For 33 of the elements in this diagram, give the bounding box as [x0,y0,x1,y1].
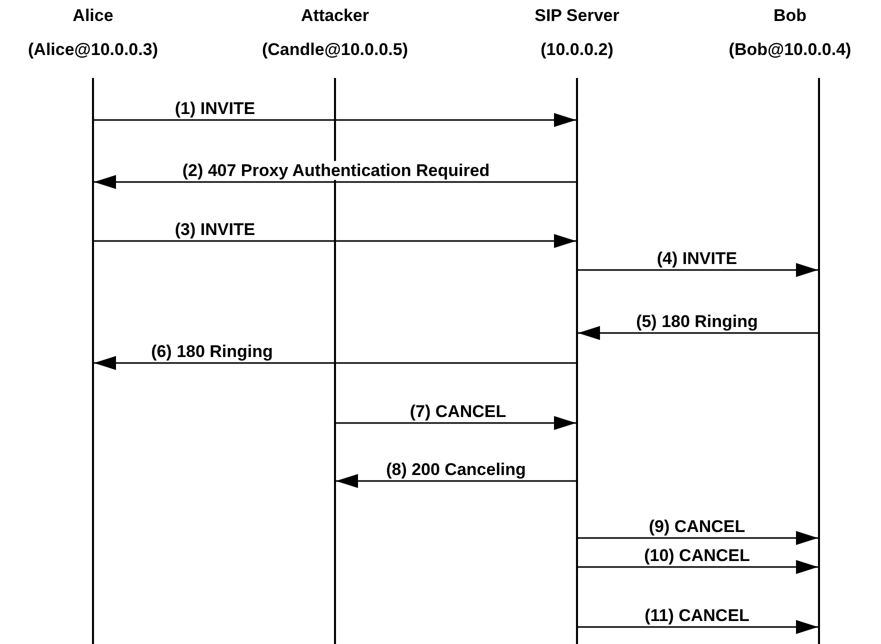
message-arrow [336,416,576,430]
message-label: (6) 180 Ringing [149,342,275,361]
message-label: (8) 200 Canceling [384,460,528,479]
message-arrow [94,113,576,127]
message-arrow [578,263,818,277]
participant-address: (10.0.0.2) [540,40,614,60]
participant-name: Attacker [300,6,370,26]
message-label: (9) CANCEL [646,517,748,536]
message-arrow [578,620,818,634]
message-label: (4) INVITE [654,249,740,268]
lifeline [818,78,820,644]
message-label: (3) INVITE [172,220,258,239]
message-arrow [94,234,576,248]
participant-name: Bob [773,6,807,26]
message-arrow [94,175,576,189]
participant-name: Alice [72,6,114,26]
lifeline [576,78,578,644]
participant-name: SIP Server [534,6,620,26]
lifeline [334,78,336,644]
message-arrow [578,560,818,574]
message-label: (10) CANCEL [642,546,752,565]
message-arrow [578,326,818,340]
message-label: (5) 180 Ringing [634,312,760,331]
message-arrow [578,531,818,545]
message-arrow [94,356,576,370]
message-label: (1) INVITE [172,99,258,118]
message-label: (11) CANCEL [642,606,752,625]
participant-address: (Alice@10.0.0.3) [28,40,158,60]
message-arrow [336,474,576,488]
participant-address: (Candle@10.0.0.5) [262,40,408,60]
message-label: (7) CANCEL [408,402,508,421]
lifeline [92,78,94,644]
participant-address: (Bob@10.0.0.4) [728,40,852,60]
